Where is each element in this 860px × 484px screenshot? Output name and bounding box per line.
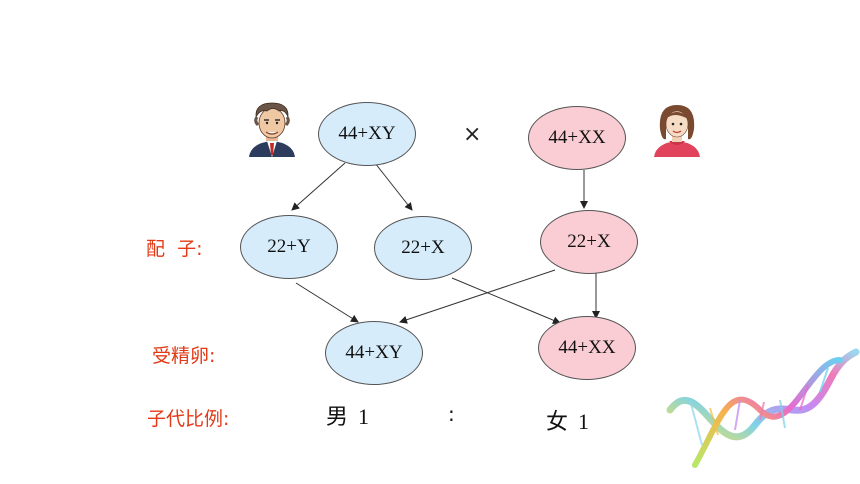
female-char: 女 — [546, 410, 569, 435]
gamete-mother-x: 22+X — [540, 210, 638, 274]
arrow-father-to-y — [291, 162, 346, 211]
arrow-y-to-male — [295, 282, 359, 323]
ratio-colon: : — [448, 402, 455, 426]
zygote-female: 44+XX — [538, 316, 636, 380]
arrow-fx-to-female — [451, 277, 561, 324]
male-char: 男 — [326, 405, 349, 430]
female-num: 1 — [578, 409, 590, 434]
male-num: 1 — [358, 404, 370, 429]
zygotes-label: 受精卵: — [152, 345, 216, 367]
zygote-male: 44+XY — [325, 321, 423, 385]
mother-genotype: 44+XX — [528, 106, 626, 170]
arrow-father-to-x — [374, 162, 413, 211]
cross-symbol: × — [463, 122, 482, 147]
gametes-label: 配 子: — [146, 238, 203, 260]
gamete-father-y: 22+Y — [240, 215, 338, 279]
offspring-label: 子代比例: — [147, 408, 230, 430]
father-avatar — [249, 102, 295, 157]
father-genotype: 44+XY — [318, 102, 416, 166]
mother-avatar — [654, 105, 700, 157]
dna-helix-decoration — [666, 348, 860, 468]
arrow-mx-to-male — [399, 269, 556, 324]
gamete-father-x: 22+X — [374, 216, 472, 280]
